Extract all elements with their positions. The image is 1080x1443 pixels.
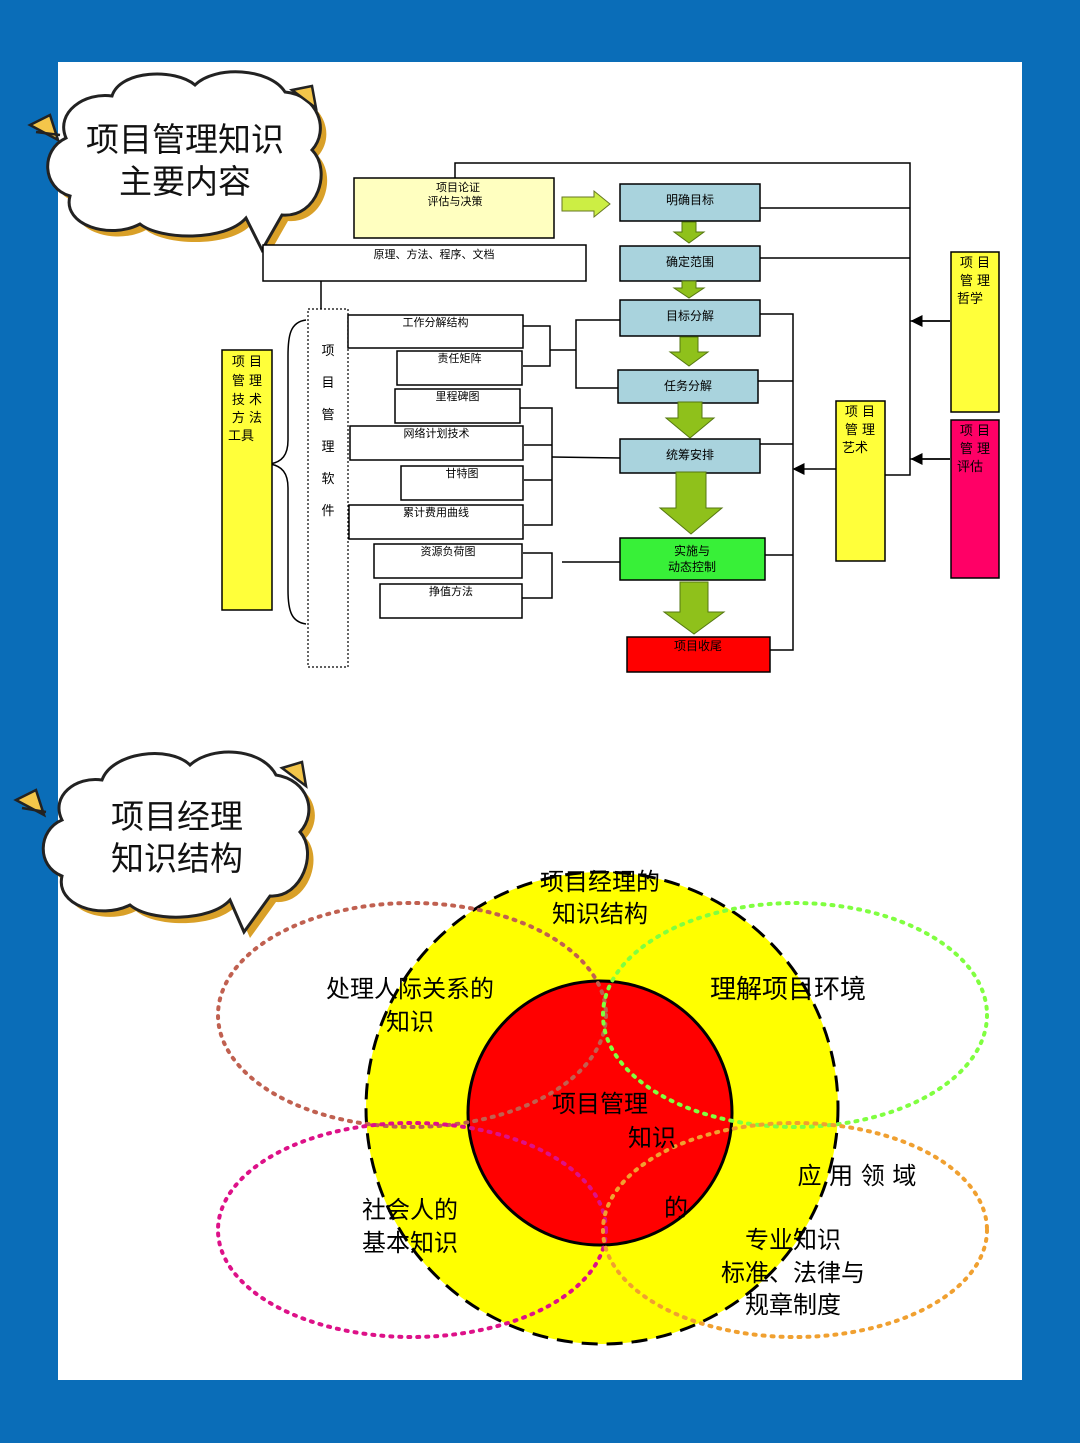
box-principles: 原理、方法、程序、文档 <box>262 244 587 282</box>
main-step-label: 明确目标 <box>666 193 714 207</box>
main-step-label: 统筹安排 <box>666 447 714 462</box>
main-step-label: 确定范围 <box>666 254 714 269</box>
art-label-3: 艺术 <box>842 441 868 456</box>
tool-label: 累计费用曲线 <box>403 505 469 519</box>
box-art: 项 目 管 理 艺术 <box>835 400 886 562</box>
tech-label-4: 方 法 <box>232 410 262 426</box>
main-step-box <box>619 299 761 337</box>
tech-label-3: 技 术 <box>232 393 262 408</box>
evaluation-label-1: 项目论证 <box>436 180 480 194</box>
software-char: 软 <box>321 472 334 487</box>
philosophy-label-1: 项 目 <box>960 256 990 271</box>
interpersonal-label-2: 知识 <box>386 1008 434 1036</box>
tech-label-2: 管 理 <box>232 374 262 389</box>
tech-label-1: 项 目 <box>232 355 262 370</box>
box-philosophy: 项 目 管 理 哲学 <box>950 251 1000 413</box>
interpersonal-label-1: 处理人际关系的 <box>326 975 494 1003</box>
core-circle <box>466 979 734 1247</box>
box-closure: 项目收尾 <box>626 636 771 673</box>
implementation-label-2: 动态控制 <box>668 560 716 574</box>
section2-title-line2: 知识结构 <box>111 839 243 878</box>
domain-label-5: 规章制度 <box>745 1291 841 1319</box>
down-arrow-icon <box>662 581 726 635</box>
art-label-2: 管 理 <box>845 423 875 438</box>
arrow-right-icon <box>561 189 611 219</box>
main-step-box <box>619 245 761 282</box>
principles-label: 原理、方法、程序、文档 <box>374 247 495 261</box>
tool-label: 甘特图 <box>446 466 479 480</box>
domain-label-4: 标准、法律与 <box>721 1259 865 1287</box>
art-label-1: 项 目 <box>845 405 875 420</box>
down-arrow-icon <box>658 471 724 535</box>
main-step-label: 任务分解 <box>664 378 712 393</box>
domain-label-1: 应 用 领 域 <box>798 1162 917 1190</box>
assessment-label-2: 管 理 <box>960 442 990 457</box>
main-step-box <box>617 369 759 404</box>
flow-arrows <box>658 221 726 635</box>
assessment-label-3: 评估 <box>957 460 983 475</box>
title-cloud-1: 项目管理知识 主要内容 <box>27 70 328 256</box>
box-assessment: 项 目 管 理 评估 <box>950 419 1000 579</box>
main-step-box <box>619 183 761 222</box>
tool-label: 工作分解结构 <box>403 315 469 329</box>
title-cloud-2: 项目经理 知识结构 <box>13 750 315 938</box>
ellipse-social <box>216 1121 608 1339</box>
outer-label-1: 项目经理的 <box>540 868 660 896</box>
tool-box <box>373 543 523 579</box>
ellipse-environment <box>601 901 989 1129</box>
tool-box <box>349 425 524 461</box>
tool-box <box>400 465 524 501</box>
box-implementation: 实施与 动态控制 <box>619 537 766 581</box>
tool-box <box>347 314 524 349</box>
ellipse-domain <box>601 1121 989 1339</box>
implementation-label-1: 实施与 <box>674 543 710 558</box>
section1-title-line1: 项目管理知识 <box>86 120 284 159</box>
tool-box <box>379 583 523 619</box>
social-label-2: 基本知识 <box>362 1229 458 1257</box>
down-arrow-icon <box>672 221 706 244</box>
box-tech-methods: 项 目 管 理 技 术 方 法 工具 <box>221 349 273 611</box>
box-evaluation: 项目论证 评估与决策 <box>353 177 555 239</box>
section2-title-line1: 项目经理 <box>111 797 243 836</box>
knowledge-structure: 项目经理的 知识结构 处理人际关系的 知识 理解项目环境 项目管理 知识 社会人… <box>216 868 989 1346</box>
core-label-1: 项目管理 <box>552 1090 648 1118</box>
evaluation-label-2: 评估与决策 <box>428 194 483 208</box>
philosophy-label-3: 哲学 <box>957 291 983 307</box>
assessment-label-1: 项 目 <box>960 424 990 439</box>
tool-box <box>396 350 523 386</box>
down-arrow-icon <box>672 280 706 299</box>
tool-label: 网络计划技术 <box>404 426 470 440</box>
tech-label-5: 工具 <box>228 429 254 444</box>
section1-title-line2: 主要内容 <box>119 162 251 201</box>
outer-label-2: 知识结构 <box>552 900 648 928</box>
domain-label-3: 专业知识 <box>745 1226 841 1254</box>
software-char: 目 <box>321 376 334 391</box>
closure-label: 项目收尾 <box>674 639 722 653</box>
tool-label: 责任矩阵 <box>438 351 482 365</box>
tool-box <box>394 388 521 424</box>
software-char: 管 <box>321 408 334 423</box>
main-step-box <box>619 438 761 474</box>
down-arrow-icon <box>668 336 710 367</box>
core-label-2: 知识 <box>628 1124 676 1152</box>
software-char: 理 <box>321 440 334 455</box>
software-char: 件 <box>321 504 334 519</box>
software-char: 项 <box>321 344 334 359</box>
ellipse-interpersonal <box>216 901 608 1129</box>
social-label-1: 社会人的 <box>362 1196 458 1224</box>
tool-label: 挣值方法 <box>429 584 473 598</box>
tool-box <box>348 504 524 540</box>
philosophy-label-2: 管 理 <box>960 274 990 289</box>
down-arrow-icon <box>664 401 716 439</box>
main-step-label: 目标分解 <box>666 309 714 323</box>
tool-label: 资源负荷图 <box>421 544 476 558</box>
tool-label: 里程碑图 <box>436 390 480 403</box>
domain-label-2: 的 <box>664 1194 688 1222</box>
environment-label: 理解项目环境 <box>710 975 866 1005</box>
